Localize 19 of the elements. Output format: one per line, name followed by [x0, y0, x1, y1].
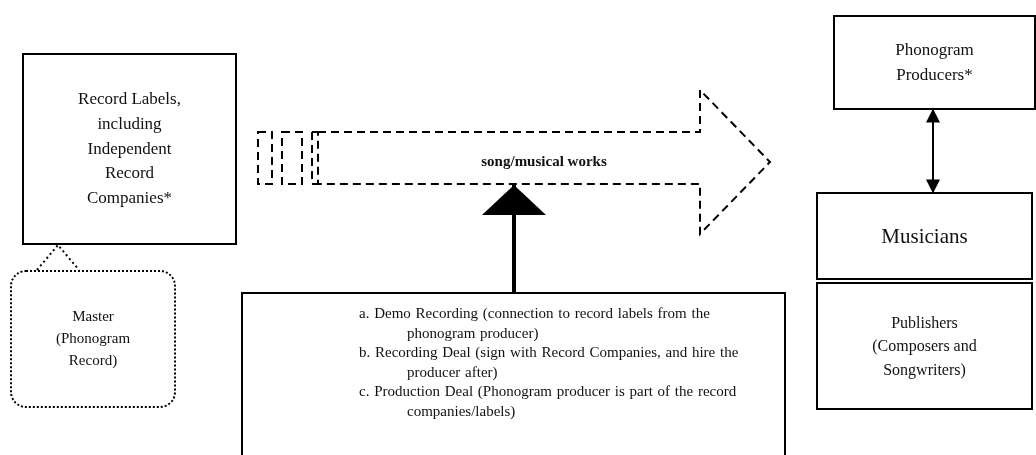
block-arrow-connector: [482, 185, 546, 292]
block-arrow: [258, 88, 770, 236]
arrow: [926, 108, 940, 194]
node-label: Phonogram Producers*: [894, 38, 975, 86]
node-label: Musicians: [881, 222, 968, 250]
node-label: Master (Phonogram Record): [54, 307, 132, 370]
callout-tail: [36, 243, 80, 271]
text-box: [241, 292, 786, 455]
list-item: b. Recording Deal (sign with Record Companies, and hire the producer after): [359, 343, 740, 382]
callout-bubble: [10, 270, 176, 408]
node-label: song/musical works: [481, 152, 607, 172]
list-item: c. Production Deal (Phonogram producer is part of the record companies/labels): [359, 382, 738, 421]
process-box: [833, 15, 1036, 110]
process-box: [816, 282, 1033, 410]
process-box: [22, 53, 237, 245]
process-box: [816, 192, 1033, 280]
node-label: Record Labels, including Independent Record Companies*: [77, 88, 182, 209]
node-label: Publishers (Composers and Songwriters): [871, 313, 978, 381]
list-item: a. Demo Recording (connection to record labels from the phonogram producer): [359, 304, 711, 343]
